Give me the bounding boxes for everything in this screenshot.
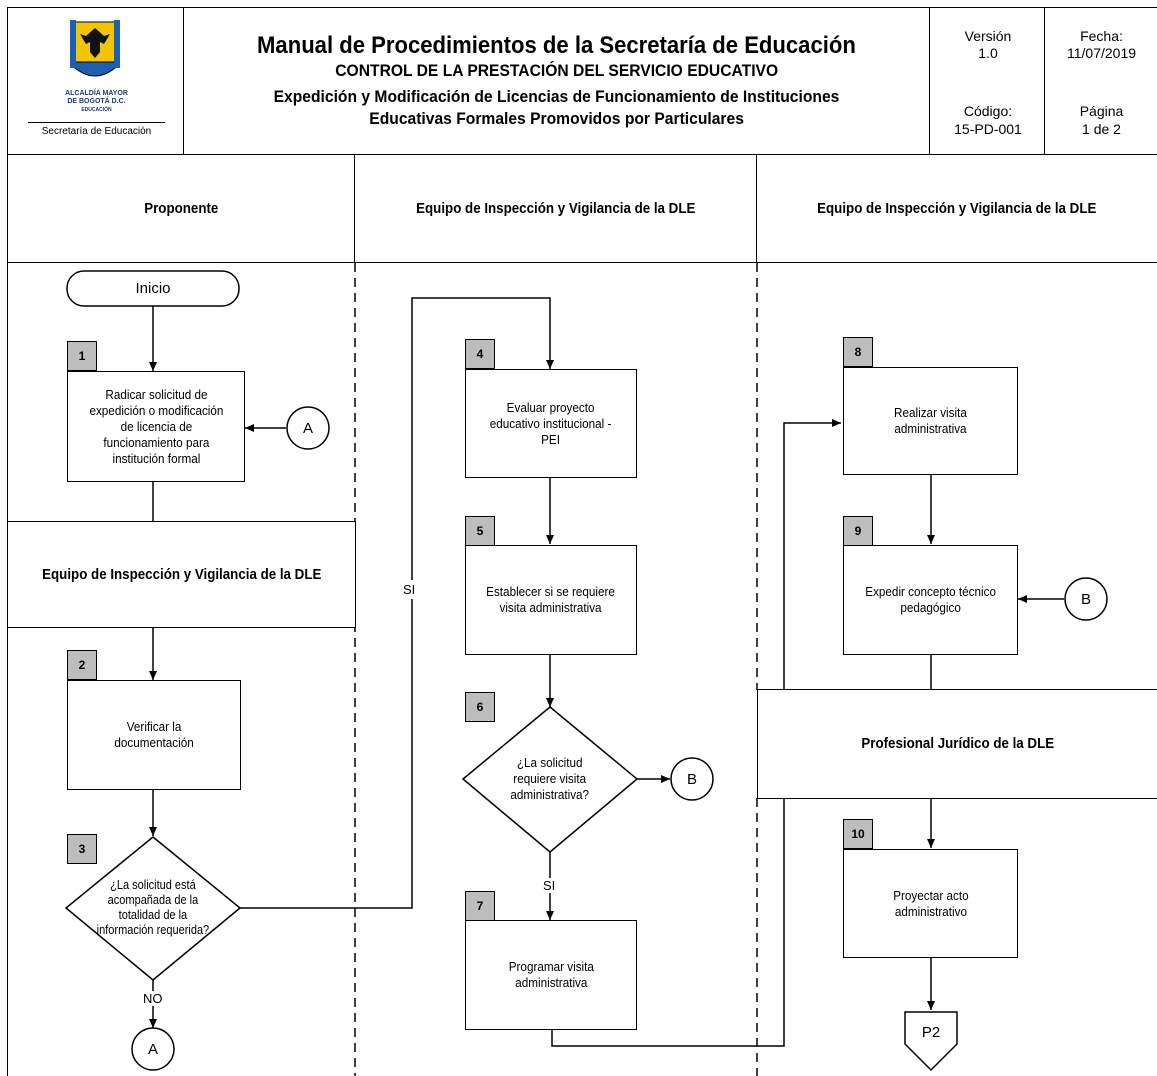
process-box-step-10: Proyectar acto administrativo bbox=[843, 849, 1018, 958]
step-number: 8 bbox=[843, 337, 873, 367]
label-si-step-6: SI bbox=[543, 878, 556, 893]
step-text: administrativa bbox=[514, 975, 588, 990]
header-logo-cell: ALCALDÍA MAYOR DE BOGOTÁ D.C. EDUCACIÓN … bbox=[7, 7, 184, 155]
decision-step-6: ¿La solicitud requiere visita administra… bbox=[463, 750, 637, 808]
lane-title-proponente: Proponente bbox=[143, 200, 219, 217]
step-text: pedagógico bbox=[900, 600, 961, 615]
step-text: Realizar visita bbox=[894, 405, 967, 420]
step-text: Expedir concepto técnico bbox=[865, 584, 996, 599]
step-text: Programar visita bbox=[508, 959, 594, 974]
code-label: Código: bbox=[963, 103, 1013, 119]
process-box-step-7: Programar visita administrativa bbox=[465, 920, 637, 1030]
step-text: ¿La solicitud está bbox=[110, 878, 196, 892]
step-number: 6 bbox=[465, 692, 495, 722]
bogota-coat-of-arms-icon bbox=[66, 18, 124, 84]
step-text: educativo institucional - bbox=[490, 415, 612, 431]
sub-lane-title-inspeccion: Equipo de Inspección y Vigilancia de la … bbox=[41, 566, 322, 583]
page-title: Manual de Procedimientos de la Secretarí… bbox=[257, 32, 856, 59]
step-number: 2 bbox=[67, 650, 97, 680]
connector-b-to-step-9: B bbox=[1065, 578, 1107, 620]
logo-line3: EDUCACIÓN bbox=[81, 107, 112, 113]
start-label: Inicio bbox=[135, 280, 171, 297]
step-number: 4 bbox=[465, 339, 495, 369]
connector-label: P2 bbox=[921, 1023, 941, 1041]
step-text: acompañada de la bbox=[107, 893, 199, 907]
step-number: 1 bbox=[67, 341, 97, 371]
step-text: administrativo bbox=[894, 903, 967, 919]
date-label: Fecha: bbox=[1080, 28, 1123, 44]
page-label: Página bbox=[1079, 103, 1124, 119]
logo-line2: DE BOGOTÁ D.C. bbox=[67, 98, 126, 105]
connector-label: A bbox=[302, 419, 313, 437]
connector-label: A bbox=[147, 1040, 158, 1058]
step-text: Radicar solicitud de bbox=[104, 386, 208, 402]
step-number: 10 bbox=[843, 819, 873, 849]
off-page-connector-p2: P2 bbox=[905, 1018, 957, 1046]
lane-header-inspeccion-2: Equipo de Inspección y Vigilancia de la … bbox=[756, 154, 1157, 263]
step-text: Verificar la bbox=[126, 719, 182, 734]
step-text: funcionamiento para bbox=[102, 434, 210, 450]
logo-subtitle: Secretaría de Educación bbox=[41, 126, 152, 137]
sub-lane-header-juridico: Profesional Jurídico de la DLE bbox=[757, 689, 1157, 799]
lane-title-inspeccion-2: Equipo de Inspección y Vigilancia de la … bbox=[817, 200, 1097, 217]
decision-step-3: ¿La solicitud está acompañada de la tota… bbox=[66, 872, 240, 944]
start-terminator: Inicio bbox=[67, 271, 239, 306]
step-number: 5 bbox=[465, 516, 495, 546]
step-text: Establecer si se requiere bbox=[486, 584, 616, 599]
sub-lane-header-inspeccion: Equipo de Inspección y Vigilancia de la … bbox=[7, 521, 356, 628]
connector-a-to-step-1: A bbox=[287, 407, 329, 449]
sub-lane-title-juridico: Profesional Jurídico de la DLE bbox=[861, 736, 1054, 752]
date-value: 11/07/2019 bbox=[1066, 45, 1137, 61]
process-box-step-4: Evaluar proyecto educativo institucional… bbox=[465, 369, 637, 478]
step-text: documentación bbox=[114, 735, 194, 750]
step-text: de licencia de bbox=[120, 418, 192, 434]
code-value: 15-PD-001 bbox=[954, 121, 1022, 137]
step-number: 3 bbox=[67, 834, 97, 864]
step-text: requiere visita bbox=[513, 771, 587, 786]
step-text: expedición o modificación bbox=[89, 402, 223, 418]
step-text: administrativa bbox=[894, 421, 967, 436]
process-box-step-1: Radicar solicitud de expedición o modifi… bbox=[67, 371, 245, 482]
version-value: 1.0 bbox=[978, 45, 998, 61]
step-text: institución formal bbox=[112, 450, 200, 466]
process-box-step-5: Establecer si se requiere visita adminis… bbox=[465, 545, 637, 655]
lane-title-inspeccion-1: Equipo de Inspección y Vigilancia de la … bbox=[415, 200, 696, 217]
step-text: ¿La solicitud bbox=[517, 755, 583, 770]
process-box-step-2: Verificar la documentación bbox=[67, 680, 241, 790]
version-label: Versión bbox=[964, 28, 1012, 44]
connector-b-from-step-6: B bbox=[671, 758, 713, 800]
step-number: 7 bbox=[465, 891, 495, 921]
step-number: 9 bbox=[843, 516, 873, 546]
label-no-step-3: NO bbox=[143, 991, 163, 1006]
connector-label: B bbox=[1080, 590, 1091, 608]
procedure-title-line2: Educativas Formales Promovidos por Parti… bbox=[369, 109, 744, 128]
step-text: totalidad de la bbox=[118, 908, 188, 922]
step-text: Evaluar proyecto bbox=[507, 399, 595, 415]
step-text: administrativa? bbox=[510, 787, 590, 802]
step-text: visita administrativa bbox=[499, 600, 603, 615]
process-title: CONTROL DE LA PRESTACIÓN DEL SERVICIO ED… bbox=[335, 61, 778, 80]
step-text: información requerida? bbox=[96, 923, 210, 937]
connector-label: B bbox=[686, 770, 697, 788]
process-box-step-9: Expedir concepto técnico pedagógico bbox=[843, 545, 1018, 655]
procedure-title-line1: Expedición y Modificación de Licencias d… bbox=[273, 87, 840, 106]
page-value: 1 de 2 bbox=[1082, 121, 1121, 137]
step-text: Proyectar acto bbox=[892, 887, 969, 903]
logo-line1: ALCALDÍA MAYOR bbox=[65, 90, 128, 97]
step-text: PEI bbox=[541, 431, 561, 447]
process-box-step-8: Realizar visita administrativa bbox=[843, 367, 1018, 475]
label-si-step-3: SI bbox=[403, 580, 416, 599]
connector-a-from-step-3: A bbox=[132, 1028, 174, 1070]
